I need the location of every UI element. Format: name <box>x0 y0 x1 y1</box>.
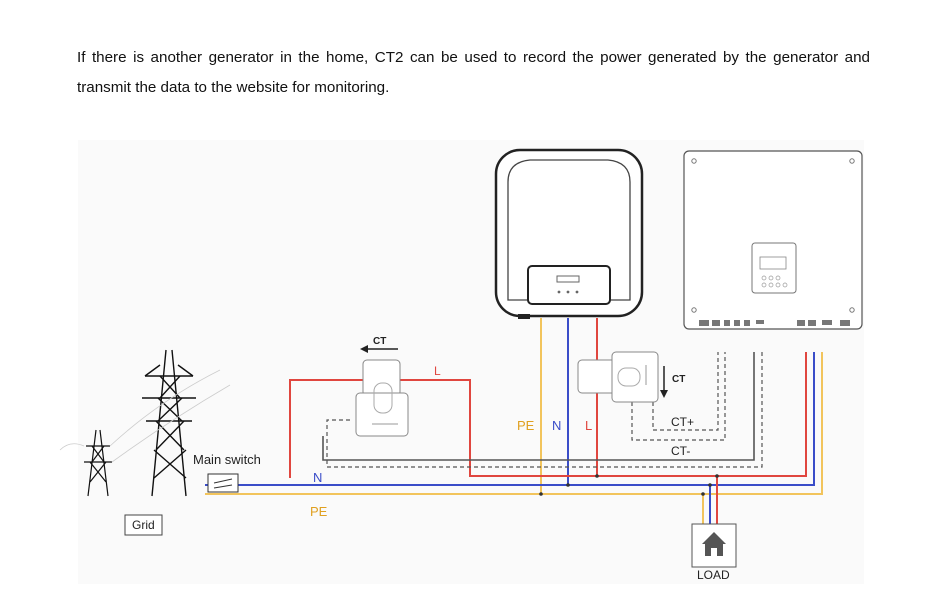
wire-n <box>205 318 815 524</box>
ct-clamp-left <box>355 359 409 437</box>
junctions <box>539 474 719 496</box>
main-switch <box>207 473 239 493</box>
ct-minus-label: CT- <box>671 444 690 458</box>
ct-arrow-left-icon <box>360 345 398 353</box>
load-box <box>691 523 737 568</box>
l-label-top: L <box>434 364 441 378</box>
load-label: LOAD <box>697 568 730 582</box>
ct-arrow-down-icon <box>660 366 668 398</box>
n-label-left: N <box>313 470 322 485</box>
wire-pe <box>205 318 823 524</box>
grid-label: Grid <box>132 518 155 532</box>
transmission-tower-small-icon <box>84 429 112 497</box>
grid-box <box>124 514 163 536</box>
pe-label-left: PE <box>310 504 328 519</box>
wire-ct-dashed <box>326 352 763 468</box>
main-switch-label: Main switch <box>193 452 261 467</box>
ct-label-left: CT <box>373 336 386 347</box>
n-label-vertical: N <box>552 418 561 433</box>
inverter-unit <box>494 148 644 319</box>
intro-paragraph: If there is another generator in the hom… <box>77 49 870 96</box>
l-label-vertical: L <box>585 418 592 433</box>
ct-plus-label: CT+ <box>671 415 694 429</box>
house-icon <box>702 532 726 556</box>
second-inverter-unit <box>683 150 863 330</box>
pe-label-vertical: PE <box>517 418 535 433</box>
wire-ct <box>322 352 755 461</box>
power-lines <box>59 369 231 463</box>
ct-label-right: CT <box>672 374 685 385</box>
transmission-tower-large-icon <box>142 349 196 497</box>
ct-clamp-right <box>577 351 659 403</box>
wire-l <box>289 318 807 524</box>
